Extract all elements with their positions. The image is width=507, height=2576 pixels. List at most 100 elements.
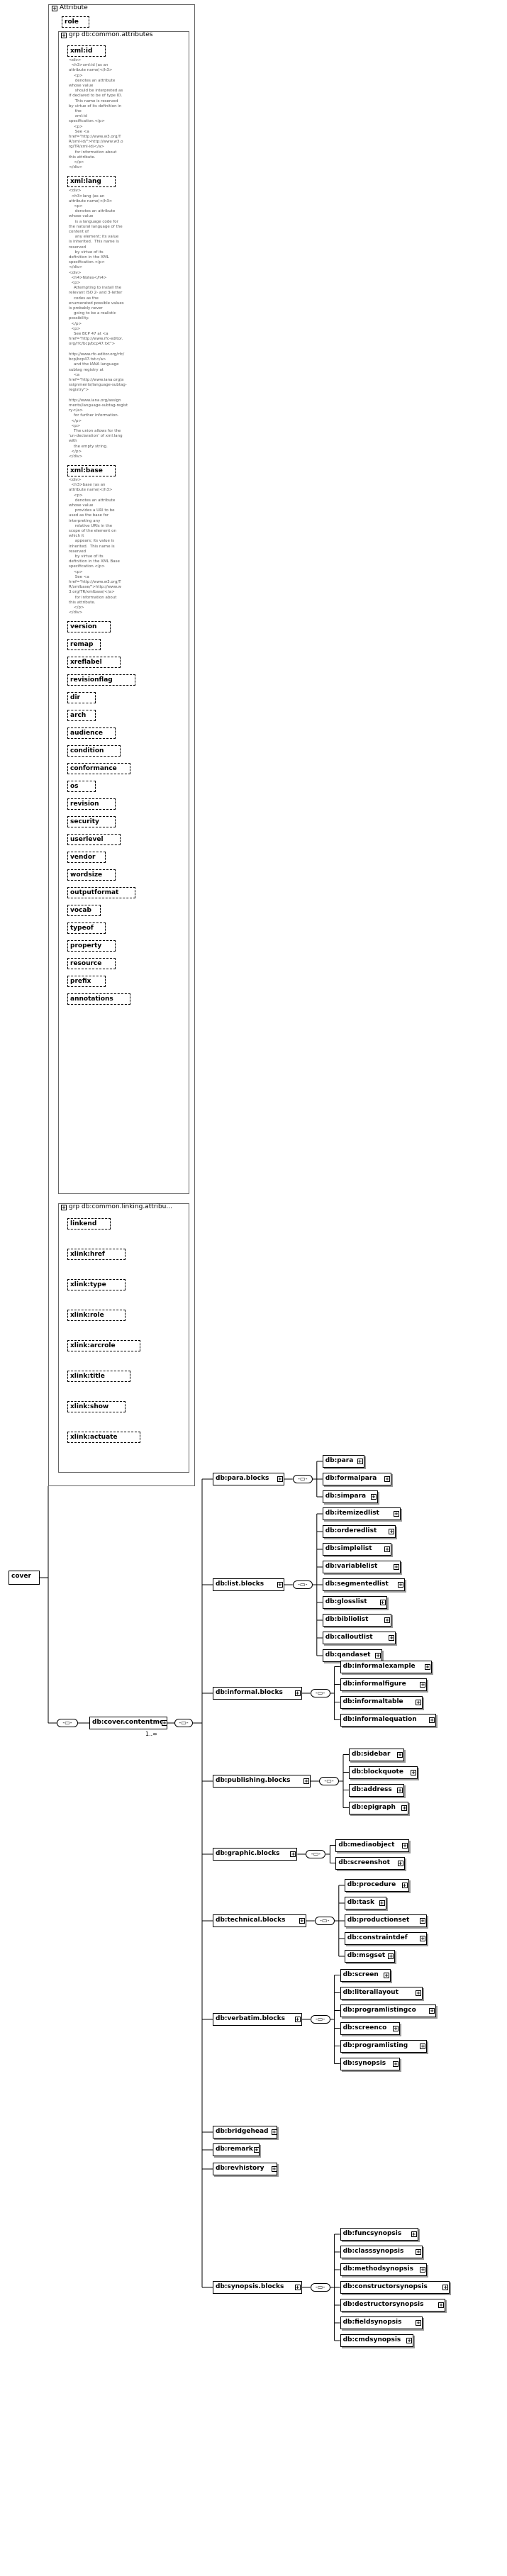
element-db-procedure: db:procedure xyxy=(344,1879,409,1892)
node-label: db:para xyxy=(325,1457,354,1464)
element-db-constraintdef: db:constraintdef xyxy=(344,1932,428,1945)
expand-icon[interactable]: + xyxy=(401,1805,408,1811)
expand-icon[interactable]: + xyxy=(416,1699,421,1705)
expand-icon[interactable]: + xyxy=(406,2338,413,2343)
expand-icon[interactable]: + xyxy=(61,1205,67,1210)
sequence-icon: -▭- xyxy=(57,1719,78,1727)
attribute-security: security xyxy=(67,816,116,828)
expand-icon[interactable]: + xyxy=(299,1918,305,1924)
node-label: db:constraintdef xyxy=(347,1934,408,1941)
expand-icon[interactable]: + xyxy=(277,1582,283,1588)
node-label: cover xyxy=(11,1573,31,1580)
attribute-dir: dir xyxy=(67,692,96,704)
element-db-orderedlist: db:orderedlist xyxy=(322,1525,396,1538)
expand-icon[interactable]: + xyxy=(384,1476,390,1482)
expand-icon[interactable]: + xyxy=(277,1476,283,1482)
attribute-xlink-title: xlink:title xyxy=(67,1371,130,1382)
expand-icon[interactable]: + xyxy=(411,1769,417,1775)
attribute-vendor: vendor xyxy=(67,852,106,864)
expand-icon[interactable]: + xyxy=(416,1990,421,1996)
choice-icon: -▭- xyxy=(319,1777,339,1785)
expand-icon[interactable]: + xyxy=(402,1842,408,1849)
expand-icon[interactable]: + xyxy=(303,1778,309,1784)
expand-icon[interactable]: + xyxy=(162,1720,167,1726)
element-db-destructorsynopsis: db:destructorsynopsis xyxy=(340,2299,445,2312)
expand-icon[interactable]: + xyxy=(389,1529,395,1534)
group-db-informal-blocks: db:informal.blocks xyxy=(213,1687,302,1700)
expand-icon[interactable]: + xyxy=(420,2043,426,2049)
expand-icon[interactable]: + xyxy=(416,2249,421,2255)
expand-icon[interactable]: + xyxy=(271,2129,277,2135)
element-db-constructorsynopsis: db:constructorsynopsis xyxy=(340,2281,450,2294)
group-db-technical-blocks: db:technical.blocks xyxy=(213,1914,306,1927)
node-label: db:orderedlist xyxy=(325,1527,377,1534)
expand-icon[interactable]: + xyxy=(416,2320,421,2326)
attribute-group xyxy=(48,4,195,1486)
expand-icon[interactable]: + xyxy=(429,2007,435,2014)
element-db-bridgehead: db:bridgehead xyxy=(213,2126,277,2139)
element-db-programlisting: db:programlisting xyxy=(340,2039,428,2053)
node-label: db:programlisting xyxy=(342,2041,408,2049)
root-element-cover: cover xyxy=(9,1571,40,1585)
expand-icon[interactable]: + xyxy=(397,1751,403,1758)
node-label: version xyxy=(70,623,97,631)
attribute-vocab: vocab xyxy=(67,905,101,917)
expand-icon[interactable]: + xyxy=(379,1900,385,1906)
expand-icon[interactable]: + xyxy=(271,2166,277,2172)
expand-icon[interactable]: + xyxy=(52,6,57,11)
expand-icon[interactable]: + xyxy=(420,1681,426,1688)
node-label: xreflabel xyxy=(70,659,102,667)
expand-icon[interactable]: + xyxy=(370,1494,377,1500)
expand-icon[interactable]: + xyxy=(442,2285,449,2290)
expand-icon[interactable]: + xyxy=(420,1918,426,1924)
expand-icon[interactable]: + xyxy=(384,1972,390,1978)
node-label: db:literallayout xyxy=(342,1988,399,1996)
attribute-conformance: conformance xyxy=(67,763,130,775)
expand-icon[interactable]: + xyxy=(438,2302,444,2308)
expand-icon[interactable]: + xyxy=(393,2025,399,2031)
expand-icon[interactable]: + xyxy=(398,1582,404,1588)
element-db-msgset: db:msgset xyxy=(344,1950,396,1963)
expand-icon[interactable]: + xyxy=(290,1851,296,1857)
node-label: db:screen xyxy=(342,1970,379,1978)
node-label: xml:lang xyxy=(70,178,101,186)
element-db-informalexample: db:informalexample xyxy=(340,1660,432,1673)
expand-icon[interactable]: + xyxy=(429,1717,435,1723)
expand-icon[interactable]: + xyxy=(357,1459,363,1464)
node-label: db:mediaobject xyxy=(338,1841,395,1849)
expand-icon[interactable]: + xyxy=(393,1564,399,1570)
node-label: db:destructorsynopsis xyxy=(342,2301,424,2308)
expand-icon[interactable]: + xyxy=(379,1600,386,1605)
element-db-screenshot: db:screenshot xyxy=(335,1856,405,1870)
expand-icon[interactable]: + xyxy=(424,1663,430,1670)
expand-icon[interactable]: + xyxy=(294,2017,301,2022)
expand-icon[interactable]: + xyxy=(393,2061,399,2067)
element-db-cmdsynopsis: db:cmdsynopsis xyxy=(340,2334,414,2347)
expand-icon[interactable]: + xyxy=(294,1690,301,1696)
expand-icon[interactable]: + xyxy=(384,1617,390,1623)
expand-icon[interactable]: + xyxy=(397,1860,403,1866)
expand-icon[interactable]: + xyxy=(393,1511,399,1517)
expand-icon[interactable]: + xyxy=(420,1936,426,1941)
node-label: revision xyxy=(70,801,99,808)
node-label: db:msgset xyxy=(347,1952,386,1959)
node-label: arch xyxy=(70,712,87,720)
node-label: xlink:role xyxy=(70,1312,104,1319)
expand-icon[interactable]: + xyxy=(401,1883,408,1888)
element-db-bibliolist: db:bibliolist xyxy=(322,1614,391,1627)
attribute-role: role xyxy=(62,16,89,28)
expand-icon[interactable]: + xyxy=(253,2147,260,2153)
expand-icon[interactable]: + xyxy=(61,33,67,38)
expand-icon[interactable]: + xyxy=(411,2231,417,2237)
node-label: db:epigraph xyxy=(352,1803,396,1811)
expand-icon[interactable]: + xyxy=(294,2285,301,2290)
expand-icon[interactable]: + xyxy=(388,1953,394,1959)
expand-icon[interactable]: + xyxy=(375,1653,381,1658)
node-label: vocab xyxy=(70,907,91,915)
group-db-synopsis-blocks: db:synopsis.blocks xyxy=(213,2281,302,2294)
expand-icon[interactable]: + xyxy=(389,1635,395,1641)
expand-icon[interactable]: + xyxy=(384,1546,390,1552)
expand-icon[interactable]: + xyxy=(420,2267,426,2273)
expand-icon[interactable]: + xyxy=(397,1787,403,1793)
